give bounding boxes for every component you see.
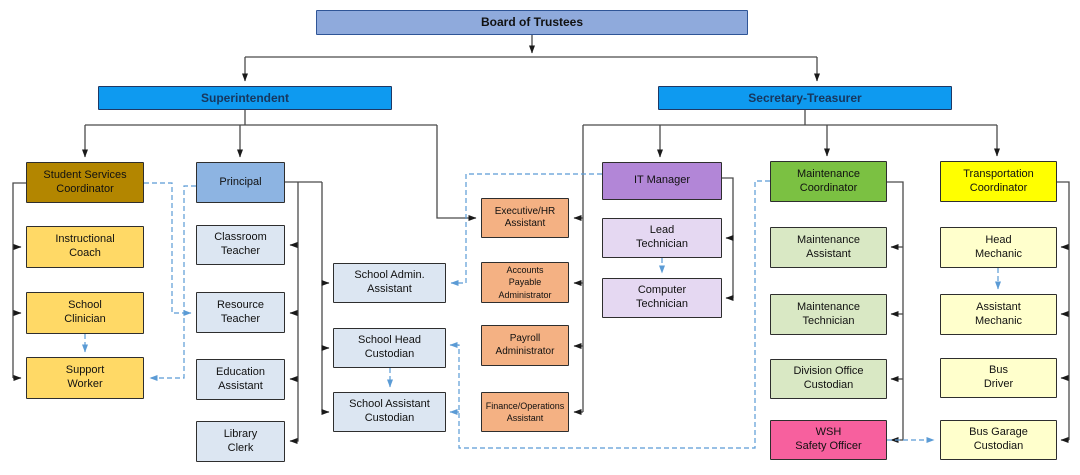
- org-node-head-mechanic: Head Mechanic: [940, 227, 1057, 268]
- org-node-finance-operations-assistant: Finance/Operations Assistant: [481, 392, 569, 432]
- org-node-transportation-coordinator: Transportation Coordinator: [940, 161, 1057, 202]
- org-node-student-services-coordinator: Student Services Coordinator: [26, 162, 144, 203]
- org-node-instructional-coach: Instructional Coach: [26, 226, 144, 268]
- org-node-executive-hr-assistant: Executive/HR Assistant: [481, 198, 569, 238]
- org-node-bus-garage-custodian: Bus Garage Custodian: [940, 420, 1057, 460]
- org-node-accounts-payable-administrator: Accounts Payable Administrator: [481, 262, 569, 303]
- org-node-school-clinician: School Clinician: [26, 292, 144, 334]
- org-node-school-admin-assistant: School Admin. Assistant: [333, 263, 446, 303]
- org-node-wsh-safety-officer: WSH Safety Officer: [770, 420, 887, 460]
- org-node-computer-technician: Computer Technician: [602, 278, 722, 318]
- org-node-division-office-custodian: Division Office Custodian: [770, 359, 887, 399]
- org-node-payroll-administrator: Payroll Administrator: [481, 325, 569, 366]
- org-node-secretary-treasurer: Secretary-Treasurer: [658, 86, 952, 110]
- org-node-board-of-trustees: Board of Trustees: [316, 10, 748, 35]
- org-node-lead-technician: Lead Technician: [602, 218, 722, 258]
- org-node-superintendent: Superintendent: [98, 86, 392, 110]
- org-node-it-manager: IT Manager: [602, 162, 722, 200]
- org-node-principal: Principal: [196, 162, 285, 203]
- org-node-school-assistant-custodian: School Assistant Custodian: [333, 392, 446, 432]
- org-node-education-assistant: Education Assistant: [196, 359, 285, 400]
- org-node-support-worker: Support Worker: [26, 357, 144, 399]
- org-node-maintenance-assistant: Maintenance Assistant: [770, 227, 887, 268]
- org-node-classroom-teacher: Classroom Teacher: [196, 225, 285, 265]
- org-node-assistant-mechanic: Assistant Mechanic: [940, 294, 1057, 335]
- org-node-library-clerk: Library Clerk: [196, 421, 285, 462]
- org-node-maintenance-technician: Maintenance Technician: [770, 294, 887, 335]
- org-node-school-head-custodian: School Head Custodian: [333, 328, 446, 368]
- org-node-maintenance-coordinator: Maintenance Coordinator: [770, 161, 887, 202]
- org-node-resource-teacher: Resource Teacher: [196, 292, 285, 333]
- org-node-bus-driver: Bus Driver: [940, 358, 1057, 398]
